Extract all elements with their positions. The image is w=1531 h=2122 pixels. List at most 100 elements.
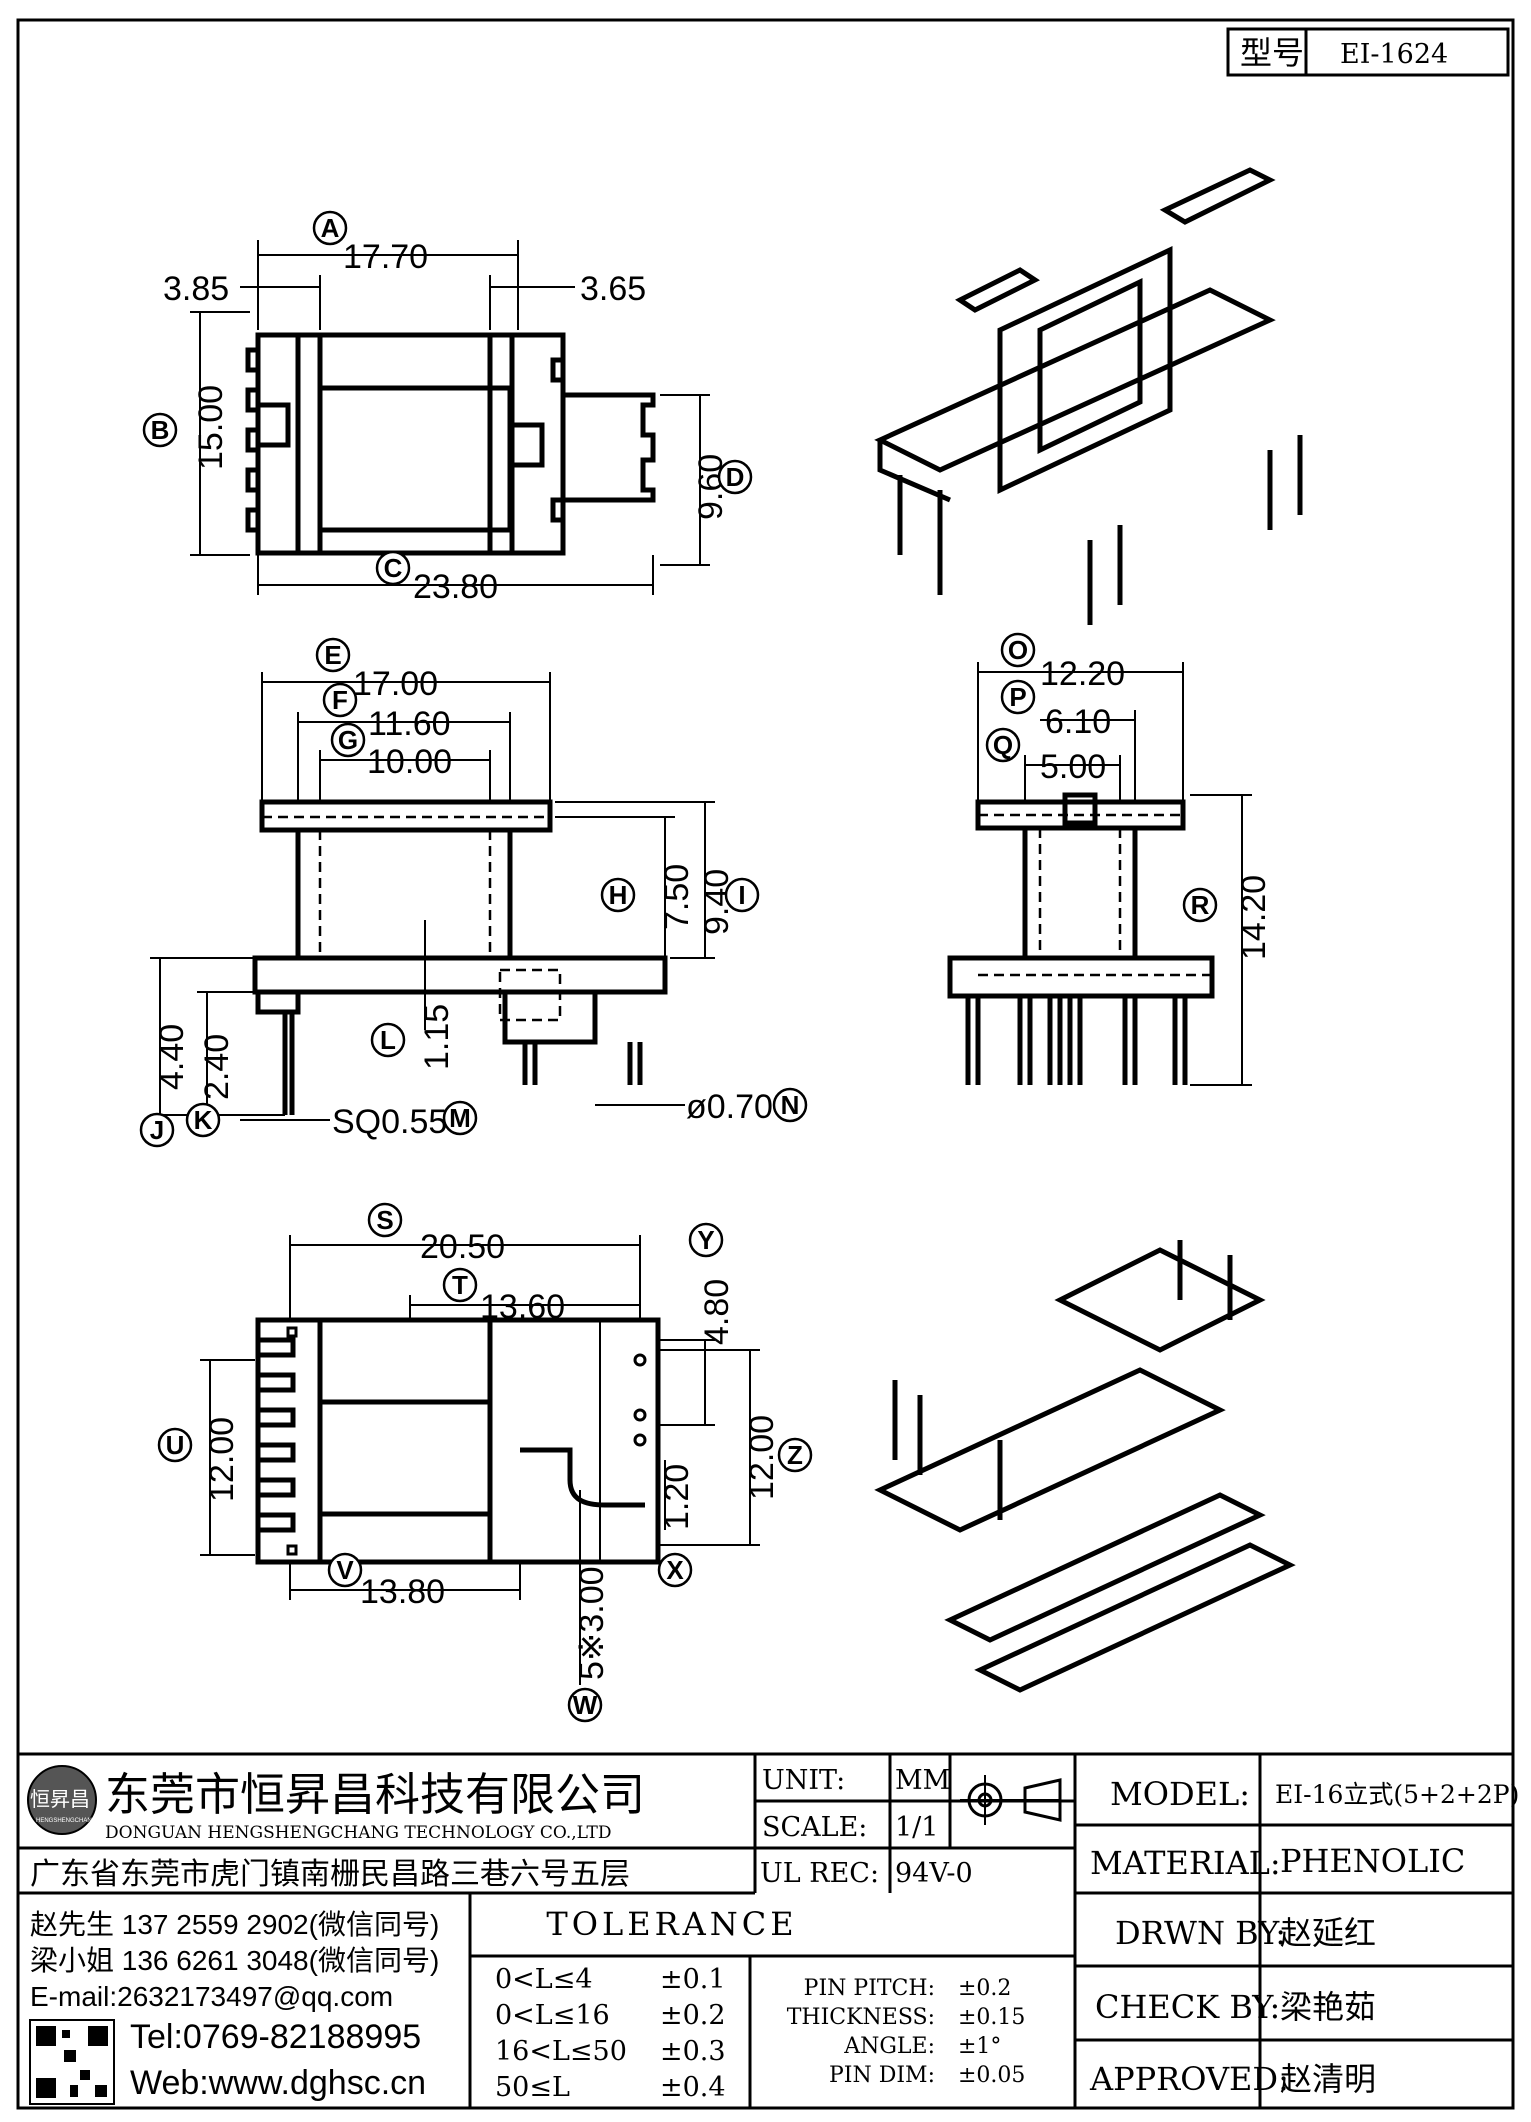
dim-marker-f: F (322, 682, 358, 718)
dim-marker-d: D (717, 459, 753, 495)
scale-label: SCALE: (762, 1812, 867, 1843)
dim-marker-u: U (157, 1427, 193, 1463)
title-block: 恒昇昌 HENGSHENGCHANG 东莞市恒昇昌科技有限公司 DONGUAN … (18, 1752, 1519, 2108)
dim-j-value: 4.40 (153, 1024, 191, 1090)
spec-name-2: THICKNESS: (787, 2005, 935, 2030)
unit-label: UNIT: (762, 1765, 845, 1796)
dim-marker-letter: U (166, 1430, 185, 1460)
dim-e-value: 17.00 (353, 665, 438, 703)
spec-name-4: PIN DIM: (829, 2063, 935, 2088)
tol-range-2: 0<L≤16 (495, 2000, 610, 2031)
dim-marker-letter: Z (787, 1440, 803, 1470)
dim-marker-g: G (330, 722, 366, 758)
dim-marker-letter: G (338, 725, 358, 755)
dim-marker-letter: T (452, 1270, 468, 1300)
top-view: 17.70 3.85 3.65 15.00 23.80 9.60 (163, 238, 730, 606)
model-box-label: 型号 (1240, 35, 1304, 71)
material-value: PHENOLIC (1280, 1842, 1465, 1880)
dim-marker-letter: M (449, 1103, 471, 1133)
spec-val-3: ±1° (958, 2034, 1001, 2059)
spec-val-4: ±0.05 (958, 2063, 1025, 2088)
dim-marker-letter: R (1191, 890, 1210, 920)
dim-z-value: 12.00 (743, 1415, 781, 1500)
spec-val-2: ±0.15 (958, 2005, 1025, 2030)
dim-f-value: 11.60 (368, 705, 451, 743)
dim-marker-letter: H (609, 880, 628, 910)
dim-a-value: 17.70 (343, 238, 428, 276)
dim-o-value: 12.20 (1040, 655, 1125, 693)
dim-l-value: 1.15 (418, 1004, 456, 1070)
dim-marker-letter: Y (697, 1225, 714, 1255)
dim-marker-k: K (185, 1102, 221, 1138)
dim-marker-letter: S (376, 1205, 393, 1235)
dim-marker-letter: J (150, 1115, 164, 1145)
dim-marker-a: A (312, 210, 348, 246)
isometric-top (874, 167, 1303, 625)
dim-marker-x: X (657, 1552, 693, 1588)
dim-m-value: SQ0.55 (332, 1103, 447, 1141)
contact-2: 梁小姐 136 6261 3048(微信同号) (30, 1945, 439, 1976)
dim-s-value: 20.50 (420, 1228, 505, 1266)
tol-range-1: 0<L≤4 (495, 1964, 593, 1995)
dim-marker-p: P (1000, 679, 1036, 715)
dim-marker-i: I (724, 877, 760, 913)
dim-p-value: 6.10 (1045, 703, 1111, 741)
web-text: Web:www.dghsc.cn (130, 2064, 426, 2102)
dim-x-value: 1.20 (658, 1464, 696, 1530)
dim-t-value: 13.60 (480, 1288, 565, 1326)
projection-symbol-icon (960, 1775, 1062, 1825)
dim-marker-v: V (327, 1552, 363, 1588)
tel-text: Tel:0769-82188995 (130, 2018, 421, 2056)
spec-val-1: ±0.2 (958, 1976, 1011, 2001)
model-box: 型号 EI-1624 (1226, 27, 1510, 77)
dim-marker-q: Q (985, 727, 1021, 763)
model-box-value: EI-1624 (1340, 39, 1448, 70)
dim-right-value: 3.65 (580, 270, 646, 308)
dim-marker-b: B (142, 412, 178, 448)
dim-marker-letter: V (336, 1555, 354, 1585)
email-text: E-mail:2632173497@qq.com (30, 1981, 393, 2012)
dim-marker-letter: I (738, 880, 745, 910)
dim-marker-letter: N (781, 1090, 800, 1120)
dim-h-value: 7.50 (658, 864, 696, 930)
check-label: CHECK BY: (1095, 1988, 1280, 2026)
tolerance-title: TOLERANCE (546, 1905, 797, 1943)
dim-marker-l: L (370, 1022, 406, 1058)
dim-marker-letter: Q (993, 730, 1013, 760)
dim-q-value: 5.00 (1040, 748, 1106, 786)
drwn-label: DRWN BY: (1115, 1914, 1286, 1952)
spec-name-1: PIN PITCH: (804, 1976, 935, 2001)
dim-marker-m: M (442, 1100, 478, 1136)
dim-marker-letter: K (194, 1105, 213, 1135)
contact-1: 赵先生 137 2559 2902(微信同号) (30, 1909, 439, 1940)
dim-marker-t: T (442, 1267, 478, 1303)
dim-left-value: 3.85 (163, 270, 229, 308)
front-view: 17.00 11.60 10.00 7.50 9.40 4.40 2.40 1.… (150, 665, 773, 1141)
drwn-value: 赵延红 (1280, 1915, 1376, 1951)
dim-marker-letter: F (332, 685, 348, 715)
scale-value: 1/1 (895, 1812, 938, 1843)
dim-w-value: 5※3.00 (573, 1566, 611, 1680)
dim-marker-e: E (315, 637, 351, 673)
outer-border (16, 18, 1515, 2110)
dim-marker-y: Y (688, 1222, 724, 1258)
approved-label: APPROVED: (1089, 2060, 1289, 2098)
approved-value: 赵清明 (1280, 2061, 1376, 2097)
dim-marker-letter: P (1009, 682, 1026, 712)
dim-marker-j: J (139, 1112, 175, 1148)
ulrec-value: 94V-0 (895, 1858, 973, 1889)
tol-range-3: 16<L≤50 (495, 2036, 627, 2067)
dim-marker-letter: E (324, 640, 341, 670)
company-name-cn: 东莞市恒昇昌科技有限公司 (105, 1769, 645, 1820)
dim-marker-s: S (367, 1202, 403, 1238)
dim-g-value: 10.00 (367, 743, 452, 781)
model-value: EI-16立式(5+2+2P) (1275, 1780, 1519, 1809)
spec-name-3: ANGLE: (843, 2034, 935, 2059)
dim-marker-r: R (1182, 887, 1218, 923)
dim-n-value: ø0.70 (686, 1088, 773, 1126)
dim-marker-letter: A (321, 213, 340, 243)
logo-text: 恒昇昌 (30, 1788, 90, 1811)
tol-val-3: ±0.3 (660, 2036, 726, 2067)
